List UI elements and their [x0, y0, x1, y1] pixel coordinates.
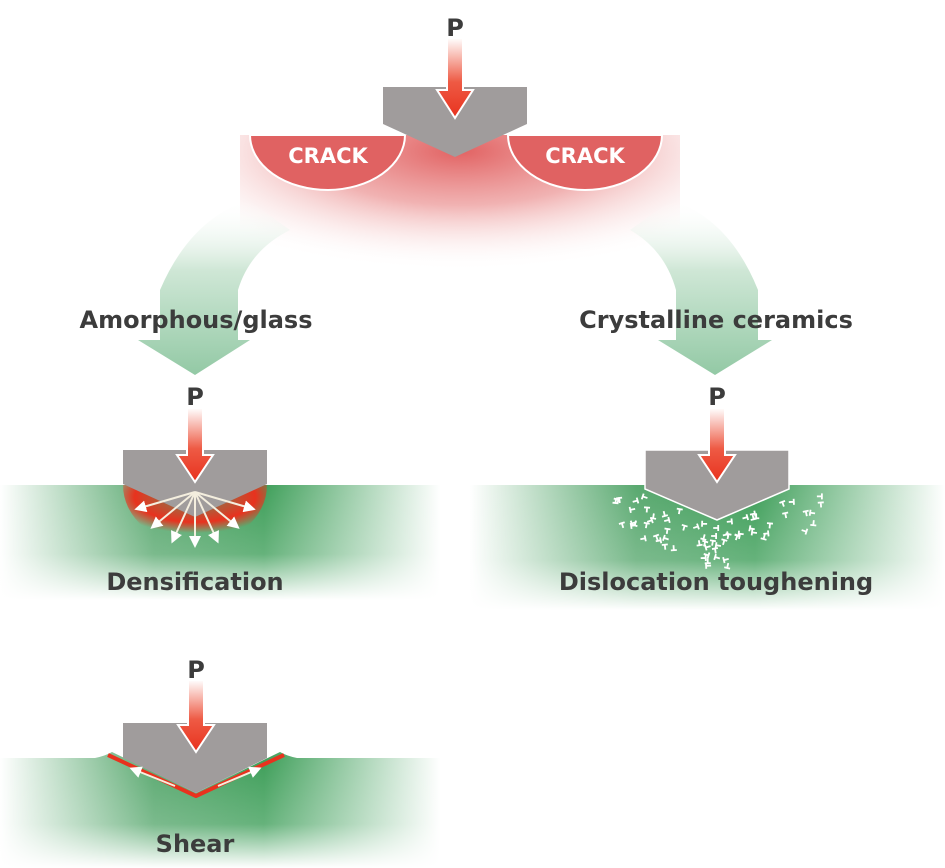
- dislocation-mark: [700, 554, 707, 561]
- dislocation-mark: [763, 530, 770, 537]
- dislocation-mark: [662, 534, 669, 541]
- dislocation-mark: [750, 514, 757, 521]
- dislocation-mark: [696, 540, 703, 547]
- densification-label: Densification: [106, 568, 283, 596]
- dislocation-mark: [760, 533, 767, 541]
- dislocation-mark: [661, 543, 668, 550]
- crack-right-label: CRACK: [545, 144, 625, 168]
- load-arrow-icon: [175, 407, 215, 484]
- dislocation-mark: [810, 520, 817, 527]
- branch-label-amorphous: Amorphous/glass: [80, 306, 313, 334]
- dislocation-mark: [646, 517, 654, 524]
- dislocation-mark: [782, 511, 789, 519]
- dislocation-mark: [613, 497, 621, 504]
- dislocation-mark: [711, 533, 717, 539]
- dislocation-mark: [661, 510, 669, 518]
- crack-right-zone: [506, 134, 664, 192]
- dislocation-mark: [749, 510, 757, 517]
- dislocation-panel: P Dislocation toughening: [470, 383, 945, 610]
- dislocation-mark: [652, 533, 660, 541]
- dislocation-mark: [711, 547, 719, 554]
- dislocation-mark: [788, 498, 795, 505]
- dislocation-mark: [766, 522, 774, 529]
- dislocation-mark: [742, 514, 750, 521]
- dislocation-mark: [713, 525, 720, 531]
- dislocation-mark: [816, 493, 823, 500]
- crack-left-zone: [248, 134, 407, 192]
- dislocation-mark: [801, 528, 809, 535]
- branch-arrow-right: [630, 200, 772, 375]
- dislocation-mark: [702, 539, 709, 547]
- shear-arrows-icon: [129, 766, 262, 787]
- dislocation-mark: [709, 539, 717, 546]
- densification-arrows-icon: [134, 491, 256, 548]
- dislocation-mark: [663, 516, 671, 524]
- load-arrow-icon: [176, 679, 216, 754]
- dislocation-mark: [808, 509, 816, 516]
- densification-panel: P Densification: [0, 383, 440, 600]
- branch-arrow-left: [138, 200, 290, 375]
- dislocation-mark: [779, 500, 786, 507]
- dislocation-mark: [703, 552, 711, 559]
- dislocation-mark: [722, 556, 729, 564]
- load-label-top: P: [446, 14, 464, 42]
- dislocation-mark: [681, 523, 688, 531]
- load-label-shear: P: [187, 656, 205, 684]
- dislocation-mark: [676, 507, 683, 515]
- dislocation-mark: [704, 544, 711, 551]
- indenter-dislocation: [644, 449, 790, 521]
- dislocation-mark: [700, 534, 707, 541]
- shear-label: Shear: [156, 830, 235, 858]
- dislocation-mark: [817, 501, 824, 508]
- dislocation-mark: [692, 523, 700, 530]
- dislocation-mark: [628, 506, 636, 514]
- load-label-densification: P: [186, 383, 204, 411]
- branch-label-crystalline: Crystalline ceramics: [579, 306, 853, 334]
- dislocation-mark: [701, 520, 708, 527]
- dislocation-mark: [631, 520, 638, 528]
- dislocation-mark: [750, 529, 758, 536]
- dislocation-symbols-icon: [612, 493, 824, 570]
- dislocation-mark: [726, 518, 733, 525]
- dislocation-mark: [643, 506, 651, 513]
- dislocation-mark: [705, 562, 712, 569]
- dislocation-mark: [664, 527, 671, 534]
- dislocation-mark: [734, 533, 741, 541]
- dislocation-mark: [748, 525, 755, 532]
- dislocation-mark: [722, 531, 730, 538]
- dislocation-mark: [713, 553, 721, 561]
- dislocation-mark: [802, 509, 809, 517]
- dislocation-mark: [640, 493, 648, 500]
- dislocation-mark: [670, 545, 677, 552]
- dislocation-mark: [618, 521, 625, 529]
- load-label-dislocation: P: [708, 383, 726, 411]
- load-arrow-icon: [697, 407, 737, 484]
- dislocation-mark: [721, 538, 728, 546]
- dislocation-label: Dislocation toughening: [559, 568, 873, 596]
- indenter-shear: [123, 723, 267, 793]
- dislocation-mark: [643, 521, 650, 529]
- crack-left-label: CRACK: [288, 144, 368, 168]
- dislocation-mark: [640, 535, 647, 542]
- dislocation-mark: [724, 562, 731, 570]
- load-arrow-icon: [435, 37, 475, 120]
- shear-panel: P Shear: [0, 656, 440, 868]
- indenter-top: [383, 87, 527, 157]
- dislocation-mark: [655, 537, 663, 544]
- dislocation-mark: [632, 497, 640, 504]
- dislocation-mark: [714, 542, 722, 549]
- top-section: CRACK CRACK P: [240, 14, 680, 295]
